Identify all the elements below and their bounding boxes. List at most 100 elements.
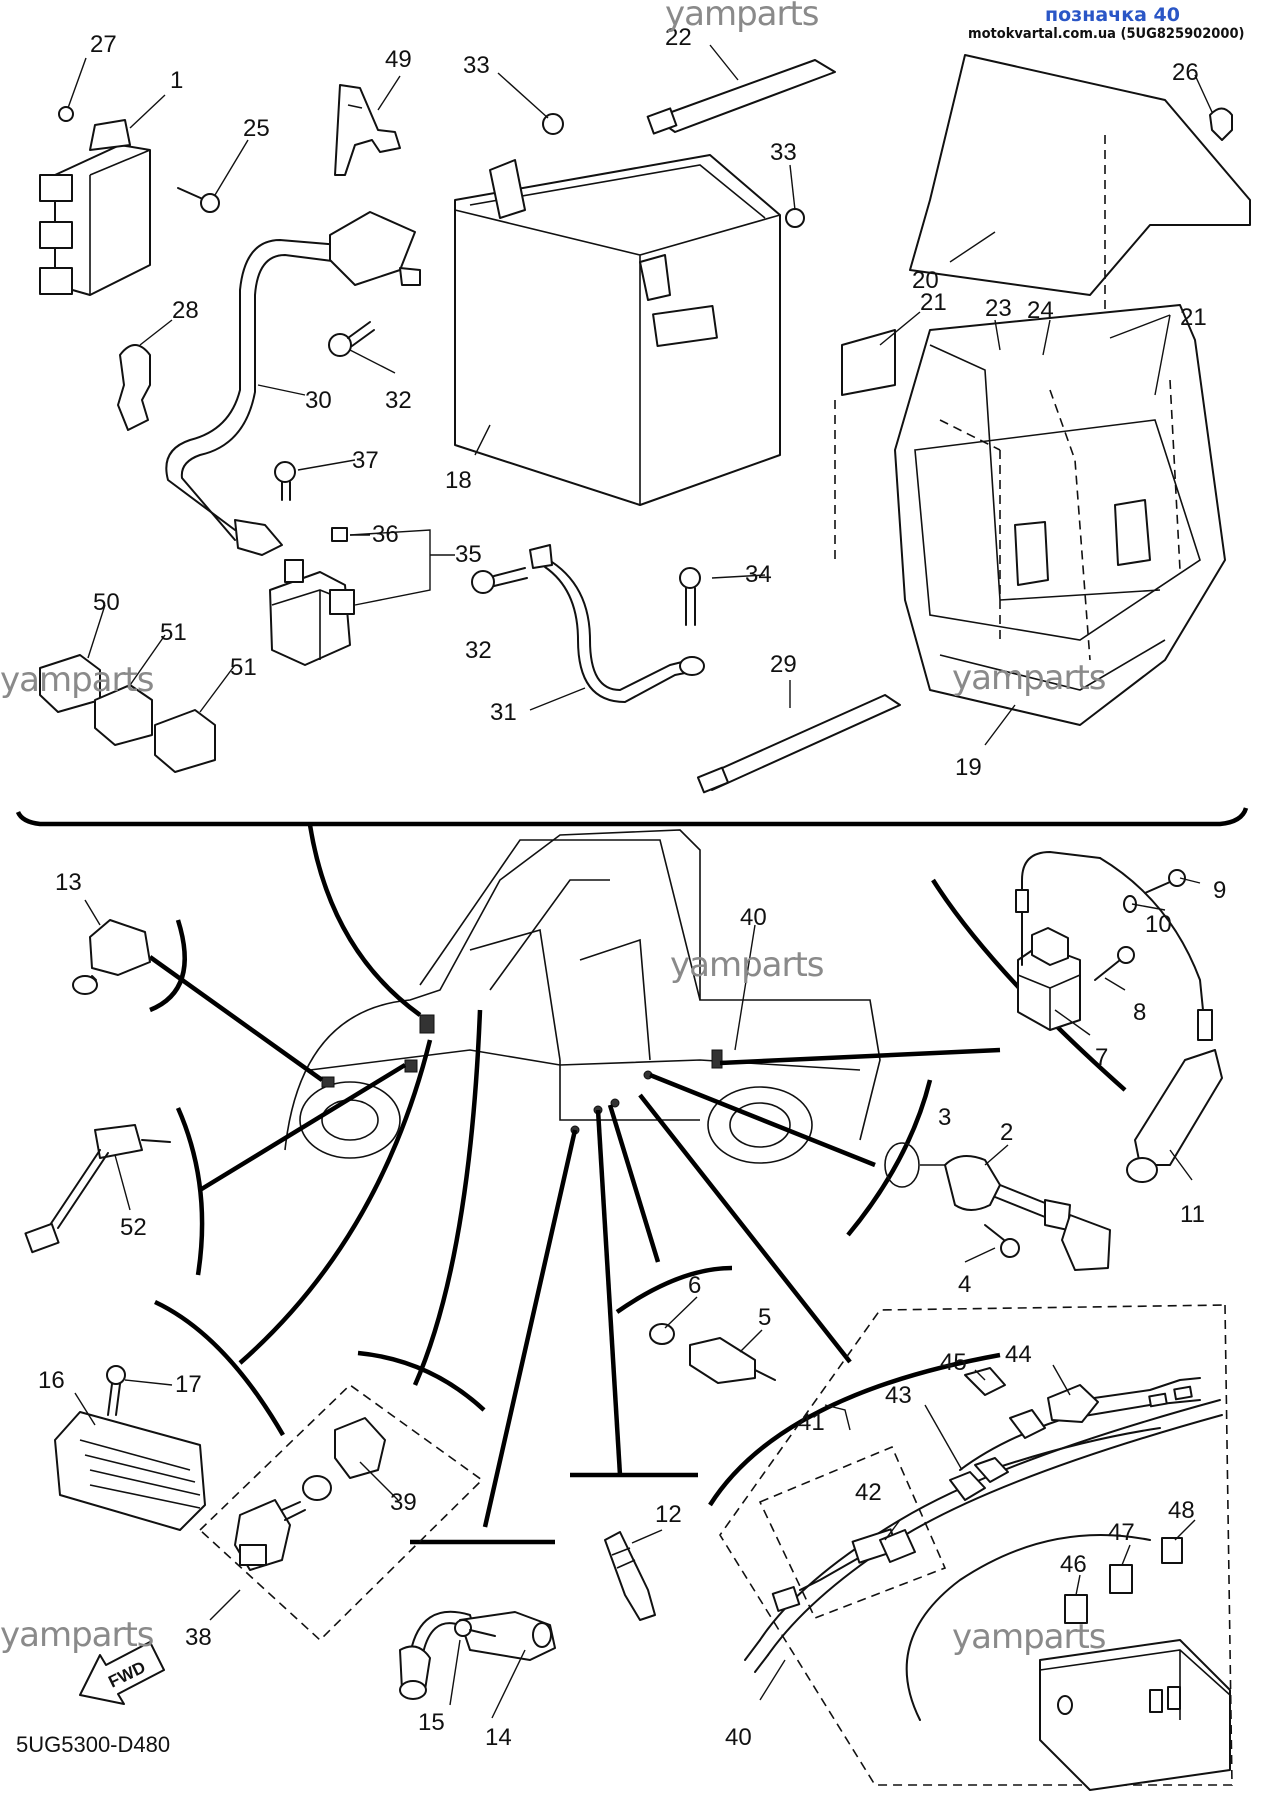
- part-5-sensor: [689, 1337, 776, 1384]
- callout-18: 18: [445, 467, 472, 494]
- part-22-strap: [646, 59, 836, 135]
- part-19-battery-box: [834, 304, 1226, 726]
- callout-labels: 27 1 25 49 33 22 33 26 20 28 30 32 18 21…: [38, 24, 1226, 1751]
- part-10-washer: [1123, 895, 1137, 913]
- section-bracket: [15, 807, 1249, 827]
- part-33-nut-right: [785, 208, 805, 228]
- callout-25: 25: [243, 115, 270, 142]
- part-18-battery: [454, 154, 781, 506]
- part-38-group: [198, 1383, 484, 1642]
- callout-33: 33: [463, 52, 490, 79]
- part-45-relays: [964, 1367, 1046, 1483]
- callout-10: 10: [1145, 911, 1172, 938]
- part-8-bolt: [1094, 946, 1135, 981]
- callout-39: 39: [390, 1489, 417, 1516]
- group-brackets: [149, 878, 1127, 1545]
- part-42-connector: [879, 1529, 916, 1563]
- part-16-rectifier-regulator: [54, 1411, 206, 1531]
- callout-34: 34: [745, 561, 772, 588]
- callout-48: 48: [1168, 1497, 1195, 1524]
- callout-50: 50: [93, 589, 120, 616]
- part-6-washer: [649, 1323, 675, 1345]
- callout-36: 36: [372, 521, 399, 548]
- callout-40b: 40: [725, 1724, 752, 1751]
- callout-35: 35: [455, 541, 482, 568]
- callout-7: 7: [1095, 1044, 1108, 1071]
- callout-51b: 51: [230, 654, 257, 681]
- part-27-nut: [58, 106, 74, 122]
- callout-26: 26: [1172, 59, 1199, 86]
- part-26-clip: [1209, 107, 1233, 141]
- part-34-bolt: [679, 567, 701, 626]
- part-9-bolt: [1144, 869, 1186, 894]
- watermark-top: yamparts: [665, 0, 820, 34]
- callout-40: 40: [740, 904, 767, 931]
- callout-43: 43: [885, 1382, 912, 1409]
- part-4-bolt: [984, 1224, 1020, 1258]
- callout-2: 2: [1000, 1119, 1013, 1146]
- watermark-bottom-right: yamparts: [952, 1617, 1107, 1657]
- part-1-ecu: [39, 119, 151, 296]
- callout-24: 24: [1027, 297, 1054, 324]
- callout-28: 28: [172, 297, 199, 324]
- callout-22: 22: [665, 24, 692, 51]
- part-32-bolt-upper: [328, 321, 375, 357]
- part-15-bolt: [454, 1619, 496, 1637]
- page-title: позначка 40: [1045, 4, 1180, 26]
- part-21-pad-left: [841, 329, 896, 396]
- callout-20: 20: [912, 267, 939, 294]
- part-7-ignition-coil: [1015, 851, 1101, 1031]
- part-3-o-ring: [884, 1142, 920, 1188]
- callout-23: 23: [985, 295, 1012, 322]
- callout-12: 12: [655, 1501, 682, 1528]
- diagram-code: 5UG5300-D480: [16, 1732, 171, 1757]
- callout-37: 37: [352, 447, 379, 474]
- part-49-clamp: [334, 84, 401, 176]
- callout-33b: 33: [770, 139, 797, 166]
- callout-45: 45: [940, 1349, 967, 1376]
- callout-51a: 51: [160, 619, 187, 646]
- part-32-bolt-lower: [471, 567, 528, 594]
- callout-13: 13: [55, 869, 82, 896]
- callout-41: 41: [798, 1409, 825, 1436]
- callout-11: 11: [1180, 1201, 1205, 1228]
- leader-lines: [148, 824, 1001, 1528]
- callout-14: 14: [485, 1724, 512, 1751]
- watermark-left: yamparts: [0, 660, 155, 700]
- callout-27: 27: [90, 31, 117, 58]
- callout-16: 16: [38, 1367, 65, 1394]
- part-20-battery-cover: [909, 54, 1251, 330]
- callout-21b: 21: [1180, 304, 1207, 331]
- part-12-spark-plug: [604, 1531, 656, 1621]
- callout-44: 44: [1005, 1341, 1032, 1368]
- callout-15: 15: [418, 1709, 445, 1736]
- callout-1: 1: [170, 67, 183, 94]
- part-36-fuse: [331, 527, 348, 542]
- part-17-bolt: [106, 1365, 126, 1416]
- part-52-speed-sensor: [24, 1124, 171, 1254]
- part-29-cable-tie: [696, 694, 901, 794]
- callout-42: 42: [855, 1479, 882, 1506]
- callout-46: 46: [1060, 1551, 1087, 1578]
- part-30-battery-cable: [165, 211, 421, 556]
- callout-9: 9: [1213, 877, 1226, 904]
- source-caption: motokvartal.com.ua (5UG825902000): [968, 26, 1245, 42]
- part-25-bolt: [177, 187, 220, 213]
- callout-19: 19: [955, 754, 982, 781]
- part-35-starter-relay: [269, 559, 355, 666]
- callout-32: 32: [385, 387, 412, 414]
- part-14-crank-sensor: [399, 1610, 556, 1700]
- part-48-fuse: [1161, 1537, 1183, 1564]
- callout-6: 6: [688, 1272, 701, 1299]
- callout-5: 5: [758, 1304, 771, 1331]
- part-44-relay: [1047, 1384, 1099, 1423]
- part-51-coupler-b: [154, 709, 216, 773]
- callout-31: 31: [490, 699, 517, 726]
- watermark-bottom-left: yamparts: [0, 1615, 155, 1655]
- part-37-bolt: [274, 461, 296, 501]
- fwd-arrow: FWD: [79, 1641, 165, 1705]
- callout-leaders: [67, 44, 1213, 1719]
- callout-8: 8: [1133, 999, 1146, 1026]
- callout-21a: 21: [920, 289, 947, 316]
